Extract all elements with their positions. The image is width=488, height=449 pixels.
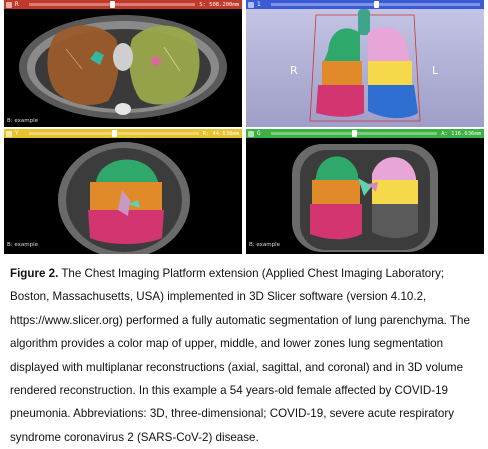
- figure-panel: R S: 508.200mm B: example 1: [4, 0, 484, 254]
- 3d-orientation-right: R: [290, 64, 298, 77]
- coronal-right-middle: [312, 180, 360, 204]
- pin-icon[interactable]: [6, 130, 12, 137]
- coronal-slice-readout: A: 116.636mm: [441, 130, 481, 137]
- 3d-view-slider[interactable]: [271, 1, 480, 8]
- coronal-corner-label: B: example: [249, 242, 281, 248]
- 3d-left-upper: [368, 27, 410, 61]
- 3d-view-bar[interactable]: 1: [246, 0, 484, 9]
- axial-corner-label: B: example: [7, 118, 39, 124]
- sagittal-ct-image: [58, 142, 190, 254]
- axial-ct-image: [19, 15, 227, 119]
- coronal-left-upper: [372, 157, 416, 180]
- pin-icon[interactable]: [248, 130, 254, 137]
- slider-handle[interactable]: [352, 130, 358, 137]
- pin-icon[interactable]: [248, 1, 254, 8]
- axial-view[interactable]: R S: 508.200mm B: example: [4, 0, 242, 127]
- coronal-ct-image: [292, 144, 438, 252]
- axial-slice-bar[interactable]: R S: 508.200mm: [4, 0, 242, 9]
- 3d-lung-render: [246, 9, 484, 127]
- sagittal-slice-slider[interactable]: [29, 130, 199, 137]
- 3d-orientation-left: L: [432, 64, 439, 77]
- 3d-left-middle: [368, 61, 412, 85]
- pin-icon[interactable]: [6, 1, 12, 8]
- coronal-slice-bar[interactable]: G A: 116.636mm: [246, 129, 484, 138]
- coronal-left-middle: [372, 180, 418, 204]
- axial-right-lung: [47, 25, 119, 105]
- sagittal-view-index: Y: [15, 130, 19, 137]
- sagittal-upper-zone: [96, 159, 158, 182]
- 3d-left-lower: [368, 85, 418, 119]
- slider-handle[interactable]: [110, 1, 116, 8]
- sagittal-slice-bar[interactable]: Y R: 44.638mm: [4, 129, 242, 138]
- 3d-right-middle: [322, 61, 362, 85]
- coronal-view-index: G: [257, 130, 261, 137]
- coronal-slice-slider[interactable]: [271, 130, 438, 137]
- axial-left-lung: [129, 25, 200, 105]
- axial-slice-readout: S: 508.200mm: [199, 1, 239, 8]
- 3d-view[interactable]: 1 R L: [246, 0, 484, 127]
- 3d-right-lower: [316, 85, 364, 117]
- 3d-right-upper: [324, 28, 360, 61]
- axial-slice-slider[interactable]: [29, 1, 196, 8]
- slider-handle[interactable]: [111, 130, 117, 137]
- coronal-view[interactable]: G A: 116.636mm B: example: [246, 129, 484, 254]
- caption-label: Figure 2.: [10, 267, 59, 280]
- sagittal-corner-label: B: example: [7, 242, 39, 248]
- slider-handle[interactable]: [373, 1, 379, 8]
- axial-view-index: R: [15, 1, 19, 8]
- sagittal-lower-zone: [88, 210, 164, 244]
- coronal-right-upper: [314, 156, 358, 180]
- coronal-right-lower: [310, 204, 362, 240]
- figure-caption: Figure 2. The Chest Imaging Platform ext…: [10, 262, 480, 449]
- sagittal-slice-readout: R: 44.638mm: [202, 130, 239, 137]
- 3d-view-index: 1: [257, 1, 261, 8]
- sagittal-view[interactable]: Y R: 44.638mm B: example: [4, 129, 242, 254]
- caption-text: The Chest Imaging Platform extension (Ap…: [10, 267, 470, 444]
